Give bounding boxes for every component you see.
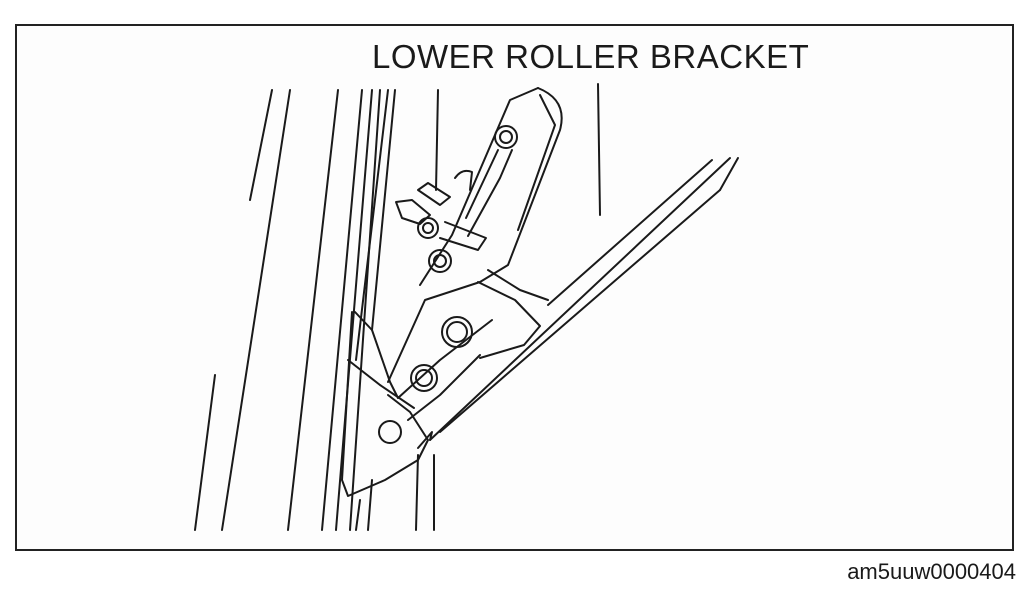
figure-id: am5uuw0000404	[847, 559, 1016, 584]
roller-rail	[429, 157, 739, 441]
door-frame-lines	[194, 89, 439, 531]
bracket-hole	[378, 420, 402, 444]
bolt-upper-middle	[428, 249, 452, 273]
bracket-tabs	[395, 169, 487, 251]
callout-leader-line	[597, 83, 601, 216]
bolt-lower-small	[410, 364, 438, 392]
bracket-lower-body	[341, 311, 493, 497]
bolt-top	[494, 125, 518, 149]
bracket-upper-arm	[387, 87, 563, 383]
callout-label: LOWER ROLLER BRACKET	[372, 38, 810, 75]
bolt-lower-large	[441, 316, 473, 348]
bolt-tab	[417, 217, 439, 239]
